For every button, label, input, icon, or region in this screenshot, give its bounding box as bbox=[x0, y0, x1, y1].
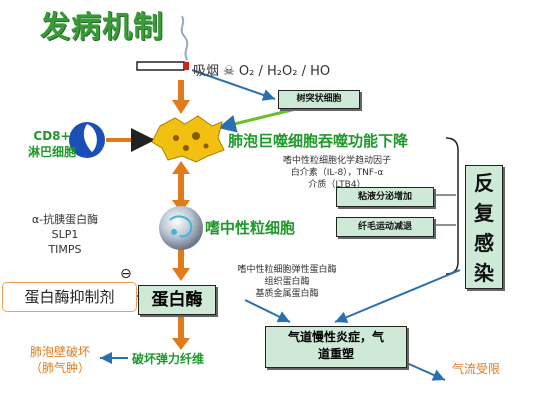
chemotaxis-line1: 嗜中性粒细胞化学趋动因子 bbox=[282, 156, 391, 166]
macrophage-label: 肺泡巨噬细胞吞噬功能下降 bbox=[228, 132, 409, 150]
chemotaxis-factors: 嗜中性粒细胞化学趋动因子 白介素（IL-8），TNF-α 介质（LTB4） bbox=[262, 155, 412, 191]
cd8-label-line2: 淋巴细胞 bbox=[28, 145, 77, 159]
cigarette-icon bbox=[136, 15, 189, 71]
cd8-cell-icon bbox=[69, 122, 105, 158]
dendritic-cell-box: 树突状细胞 bbox=[278, 90, 360, 109]
emphysema-line1: 肺泡壁破坏 bbox=[29, 345, 90, 359]
cd8-label-line1: CD8+ bbox=[33, 129, 71, 143]
inhibit-symbol: ⊖ bbox=[120, 266, 132, 282]
relapse-char-3: 感 bbox=[474, 231, 494, 255]
emphysema-line2: （肺气肿） bbox=[29, 361, 90, 375]
neutrophil-cell-icon bbox=[159, 206, 203, 250]
chemotaxis-line2: 白介素（IL-8），TNF-α bbox=[290, 168, 384, 178]
antiprotease-list: α-抗胰蛋白酶 SLP1 TIMPS bbox=[20, 212, 110, 257]
airflow-limitation-label: 气流受限 bbox=[452, 362, 501, 376]
enzyme-line3: 基质金属蛋白酶 bbox=[255, 289, 319, 299]
relapse-char-4: 染 bbox=[474, 261, 494, 285]
protease-box: 蛋白酶 bbox=[138, 285, 216, 315]
enzyme-line1: 嗜中性粒细胞弹性蛋白酶 bbox=[237, 265, 337, 275]
mucus-secretion-box: 粘液分泌增加 bbox=[336, 187, 434, 207]
airway-line2: 道重塑 bbox=[317, 347, 354, 361]
relapse-char-1: 反 bbox=[474, 171, 494, 195]
antiprotease-line1: α-抗胰蛋白酶 bbox=[31, 213, 99, 226]
cd8-label: CD8+ 淋巴细胞 bbox=[28, 128, 76, 160]
cilia-motion-box: 纤毛运动减退 bbox=[336, 217, 434, 237]
airway-line1: 气道慢性炎症，气 bbox=[287, 330, 384, 344]
protease-inhibitor-box: 蛋白酶抑制剂 bbox=[2, 282, 137, 312]
page-title: 发病机制 bbox=[40, 10, 164, 45]
smoking-oxidants-label: 吸烟 ☠ O₂ / H₂O₂ / HO bbox=[193, 64, 331, 79]
chemotaxis-line3: 介质（LTB4） bbox=[308, 180, 366, 190]
macrophage-cell-icon bbox=[151, 115, 225, 163]
destroy-elastic-fiber-label: 破坏弹力纤维 bbox=[132, 352, 205, 366]
recurrent-infection-box: 反 复 感 染 bbox=[465, 165, 503, 289]
antiprotease-line3: TIMPS bbox=[48, 243, 82, 256]
airway-inflammation-box: 气道慢性炎症，气 道重塑 bbox=[265, 326, 407, 368]
neutrophil-label: 嗜中性粒细胞 bbox=[205, 219, 296, 237]
antiprotease-line2: SLP1 bbox=[51, 228, 79, 241]
relapse-char-2: 复 bbox=[474, 201, 494, 225]
enzyme-line2: 组织蛋白酶 bbox=[264, 277, 310, 287]
neutrophil-enzymes: 嗜中性粒细胞弹性蛋白酶 组织蛋白酶 基质金属蛋白酶 bbox=[222, 264, 352, 300]
emphysema-label: 肺泡壁破坏 （肺气肿） bbox=[22, 344, 98, 376]
